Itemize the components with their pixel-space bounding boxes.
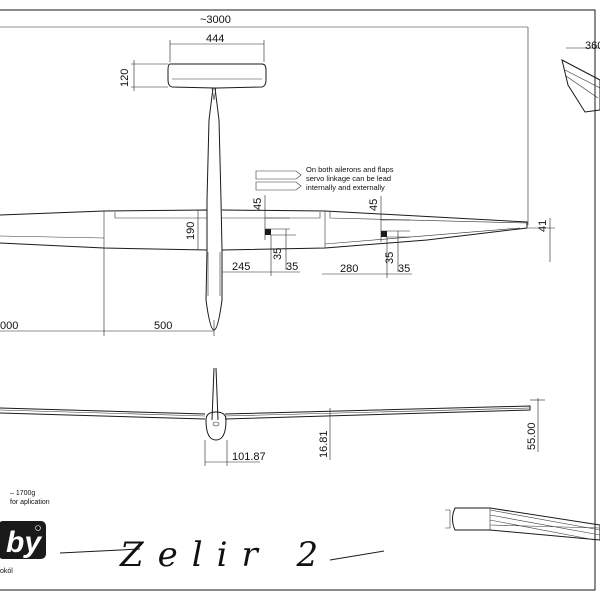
span-dimension: ~3000 — [0, 14, 529, 225]
note-line-1: On both ailerons and flaps — [306, 165, 394, 174]
tip-chord-label: 41 — [537, 220, 549, 232]
tail-span-label: 444 — [206, 33, 224, 45]
horizontal-tail: 444 120 — [119, 33, 267, 91]
wingtip-detail: 360 — [561, 40, 600, 113]
right-servo-marker — [381, 231, 387, 237]
note-line-3: internally and externally — [306, 183, 385, 192]
inner-span-label: 500 — [154, 320, 172, 332]
tip-detail-label: 360 — [585, 40, 600, 52]
lower-span-dims: 000 500 — [0, 248, 215, 336]
linkage-note: On both ailerons and flaps servo linkage… — [255, 165, 394, 192]
root-chord-label: 190 — [185, 222, 197, 240]
brand-logo: by okól — [0, 521, 46, 575]
fuselage-width-label: 101.87 — [232, 451, 266, 463]
spec-line-2: for aplication — [10, 499, 50, 506]
tail-chord-label: 120 — [119, 69, 131, 87]
left-span-cut-label: 000 — [0, 320, 18, 332]
right-servo-label: 35 — [384, 252, 396, 264]
span-label: ~3000 — [200, 14, 231, 26]
left-wing — [0, 209, 208, 251]
left-control-dims: 45 35 245 35 — [222, 195, 300, 276]
flap-width-label: 245 — [232, 261, 250, 273]
logo-text: by — [6, 526, 42, 559]
spec-text: – 1700g for aplication — [10, 490, 50, 506]
root-chord-dim: 190 — [185, 210, 199, 250]
left-servo-label: 35 — [272, 248, 284, 260]
right-servo-b-label: 35 — [398, 263, 410, 275]
right-wing — [221, 209, 528, 251]
note-line-2: servo linkage can be lead — [306, 174, 391, 183]
right-control-dims: 45 35 280 35 — [322, 196, 412, 278]
tip-chord-dim: 41 — [528, 218, 555, 262]
right-aileron-height-label: 45 — [368, 199, 380, 211]
model-name: Zelir 2 — [119, 535, 332, 575]
aileron-width-label: 280 — [340, 263, 358, 275]
left-servo-b-label: 35 — [286, 261, 298, 273]
author-text: okól — [0, 568, 13, 575]
sheet-border — [0, 9, 596, 591]
left-servo-marker — [265, 229, 271, 235]
dihedral-tip-label: 55.00 — [526, 422, 538, 450]
dihedral-root-label: 16.81 — [318, 430, 330, 458]
model-title: Zelir 2 — [59, 535, 385, 575]
front-view: 101.87 16.81 55.00 — [0, 367, 545, 466]
root-detail — [445, 507, 600, 541]
left-aileron-height-label: 45 — [252, 198, 264, 210]
spec-line-1: – 1700g — [10, 490, 35, 497]
fuselage-top — [205, 87, 223, 331]
